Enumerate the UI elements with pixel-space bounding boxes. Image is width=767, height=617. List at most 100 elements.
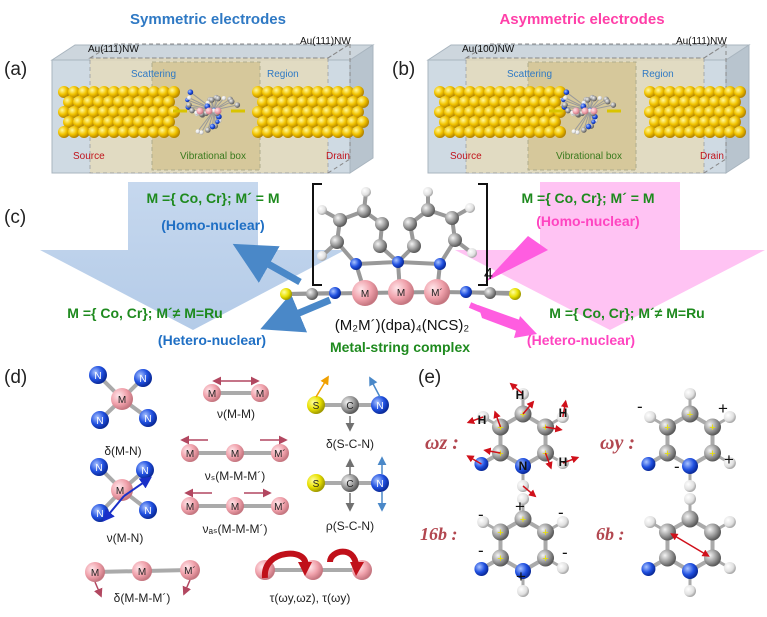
gold-atom <box>514 106 526 118</box>
gold-atom <box>292 86 304 98</box>
gold-atom <box>444 126 456 138</box>
vibbox-label-b: Vibrational box <box>556 151 622 162</box>
gold-atom <box>504 126 516 138</box>
homo-right-formula: M ={ Co, Cr}; M´ = M <box>521 190 654 206</box>
gold-atom <box>282 86 294 98</box>
complex-name: Metal-string complex <box>330 339 470 355</box>
gold-atom <box>307 96 319 108</box>
sign-minus: - <box>562 543 568 562</box>
carbon-atom <box>514 510 532 528</box>
label-nu-mm: ν(M-M) <box>217 407 255 421</box>
gold-nanowire-left <box>434 86 566 138</box>
label-16b: 16b : <box>420 524 458 544</box>
panel-label-d: (d) <box>4 367 27 388</box>
gold-atom <box>272 126 284 138</box>
gold-atom <box>93 96 105 108</box>
gold-atom <box>509 116 521 128</box>
gold-atom <box>103 116 115 128</box>
big-pink-arrow <box>455 182 765 330</box>
atom-letter: H <box>478 413 487 427</box>
atom <box>571 129 577 134</box>
gold-atom <box>474 126 486 138</box>
homo-right-label: (Homo-nuclear) <box>536 213 639 229</box>
atom-mark: + <box>687 409 693 421</box>
atom-n: N <box>96 509 103 520</box>
carbon-atom <box>491 549 509 567</box>
gold-atom <box>68 86 80 98</box>
gold-atom <box>449 116 461 128</box>
gold-atom <box>504 106 516 118</box>
sign-plus: + <box>515 497 525 516</box>
drain-label-b: Drain <box>700 151 724 162</box>
gold-atom <box>332 86 344 98</box>
atom-letter: H <box>559 406 568 420</box>
metal-atom <box>205 107 213 115</box>
gold-atom <box>153 116 165 128</box>
gold-atom <box>78 126 90 138</box>
gold-atom <box>449 96 461 108</box>
mode-rho-scn <box>307 456 389 512</box>
atom-mark: + <box>520 514 526 526</box>
atom-letter: H <box>516 388 525 402</box>
gold-atom <box>262 86 274 98</box>
atom-m: M <box>231 449 239 460</box>
arrow-to-homo-right <box>485 236 548 282</box>
atom <box>187 95 192 100</box>
gold-atom <box>168 126 180 138</box>
gold-atom <box>252 106 264 118</box>
atom <box>189 107 195 114</box>
gold-atom <box>297 96 309 108</box>
gold-atom <box>694 126 706 138</box>
mode-16b: +++++ <box>474 493 569 597</box>
gold-atom <box>534 126 546 138</box>
label-nus-mmm: νₛ(M-M-M´) <box>205 469 265 483</box>
sign-minus: - <box>478 505 484 524</box>
atom-n: N <box>95 463 102 474</box>
gold-atom <box>464 106 476 118</box>
gold-nanowire-left <box>58 86 180 138</box>
atom <box>604 98 611 105</box>
gold-atom <box>669 116 681 128</box>
gold-atom <box>714 106 726 118</box>
gold-atom <box>133 116 145 128</box>
atom-mark: + <box>709 448 715 460</box>
vibbox-label-a: Vibrational box <box>180 151 246 162</box>
atom <box>565 107 571 114</box>
carbon-atom <box>704 444 722 462</box>
hydrogen-atom <box>684 585 696 597</box>
gold-atom <box>514 86 526 98</box>
gold-atom <box>734 106 746 118</box>
gold-atom <box>307 116 319 128</box>
gold-atom <box>539 116 551 128</box>
carbon-atom <box>704 549 722 567</box>
atom <box>205 127 211 133</box>
metal-mp: M´ <box>431 287 443 299</box>
gold-atom <box>287 96 299 108</box>
atom-mark: + <box>664 448 670 460</box>
gold-atom <box>158 86 170 98</box>
panel-b-device <box>426 43 751 174</box>
hydrogen-atom <box>684 480 696 492</box>
metal-atom <box>196 107 204 115</box>
gold-atom <box>73 96 85 108</box>
gold-atom <box>679 96 691 108</box>
atom <box>610 102 617 108</box>
gold-atom <box>113 96 125 108</box>
atom-s: S <box>313 401 320 412</box>
gold-atom <box>267 96 279 108</box>
carbon-atom <box>681 510 699 528</box>
hetero-left-label: (Hetero-nuclear) <box>158 332 266 348</box>
atom-mark: + <box>542 553 548 565</box>
gold-atom <box>664 86 676 98</box>
gold-atom <box>357 96 369 108</box>
atom <box>187 89 194 95</box>
sign-plus: + <box>718 399 728 418</box>
nitrogen-atom <box>682 458 698 474</box>
gold-atom <box>118 106 130 118</box>
metal-m2: M <box>397 288 405 299</box>
gold-atom <box>464 86 476 98</box>
mode-nu-mn <box>90 458 157 522</box>
gold-atom <box>327 96 339 108</box>
nitrogen-atom <box>474 562 489 576</box>
bracket-left <box>312 183 322 286</box>
